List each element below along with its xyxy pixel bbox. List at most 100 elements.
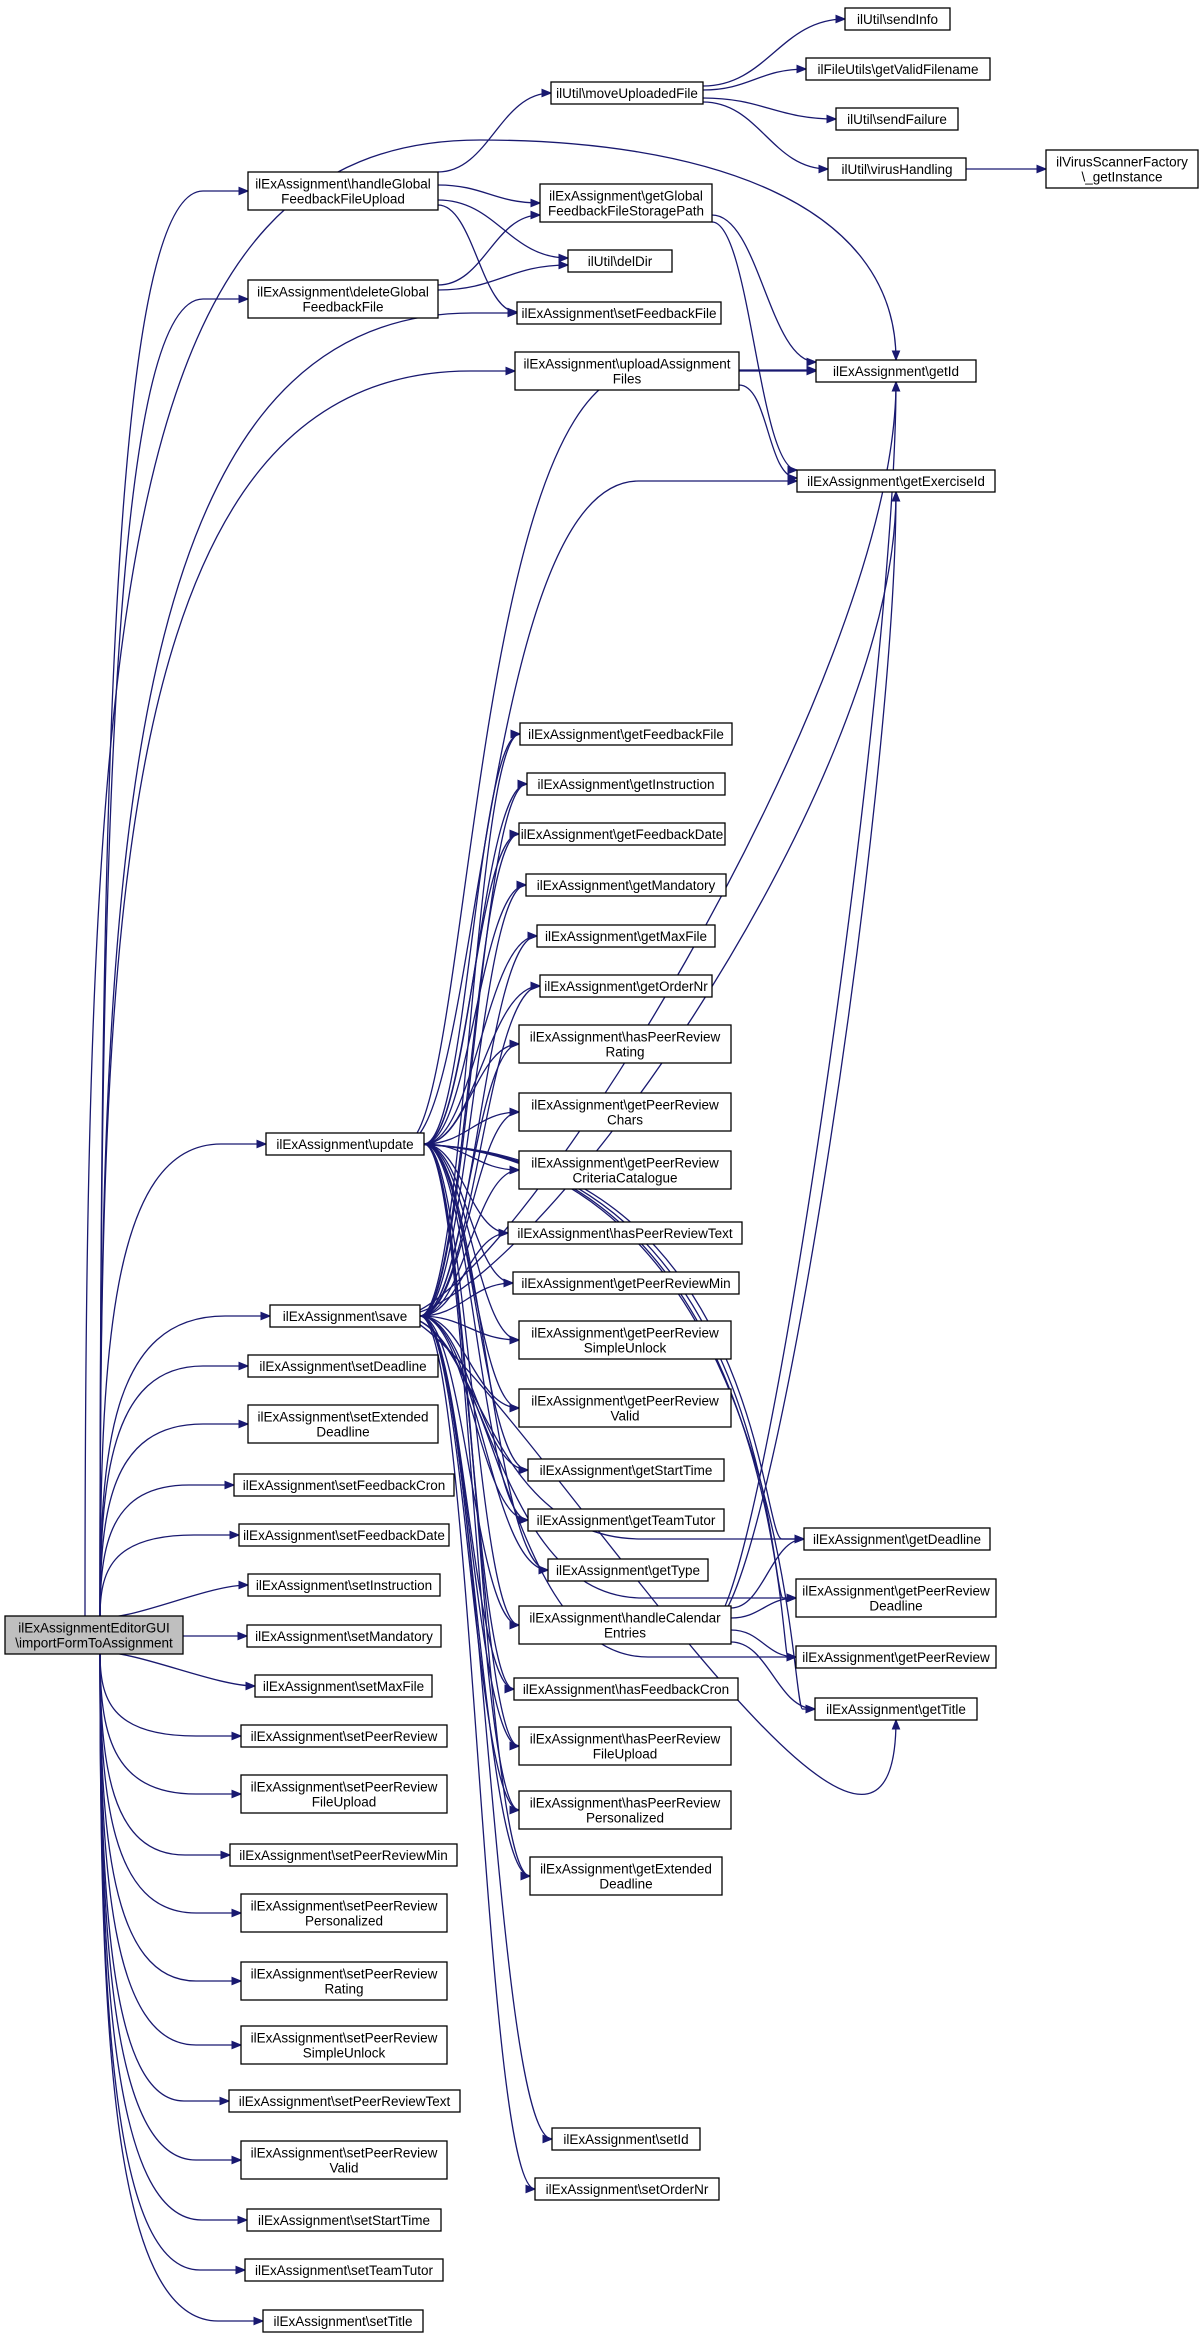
node-setFeedbackDate[interactable]: ilExAssignment\setFeedbackDate xyxy=(238,1523,450,1547)
node-setStartTime[interactable]: ilExAssignment\setStartTime xyxy=(246,2208,442,2232)
node-setMaxFile[interactable]: ilExAssignment\setMaxFile xyxy=(254,1674,433,1698)
node-label: ilExAssignment\handleCalendar xyxy=(529,1611,721,1626)
node-setPeerReviewMin[interactable]: ilExAssignment\setPeerReviewMin xyxy=(229,1843,458,1867)
node-hasPeerReviewText[interactable]: ilExAssignment\hasPeerReviewText xyxy=(507,1221,743,1245)
edge-save-to-handleCalendarEntries-arrowhead xyxy=(509,1620,521,1630)
edge-root-to-setInstruction-arrowhead xyxy=(238,1580,250,1590)
node-getValidFilename[interactable]: ilFileUtils\getValidFilename xyxy=(805,57,991,81)
node-setTitle[interactable]: ilExAssignment\setTitle xyxy=(262,2309,424,2333)
node-getStartTime[interactable]: ilExAssignment\getStartTime xyxy=(527,1458,725,1482)
node-getTitle[interactable]: ilExAssignment\getTitle xyxy=(814,1697,978,1721)
node-update[interactable]: ilExAssignment\update xyxy=(265,1132,425,1156)
node-box xyxy=(254,1674,433,1698)
node-virusScanner[interactable]: ilVirusScannerFactory\_getInstance xyxy=(1045,149,1199,189)
edge-root-to-setPeerReviewFileUpload xyxy=(99,1651,249,1795)
edge-root-to-update xyxy=(99,1143,284,1619)
node-box xyxy=(507,1221,743,1245)
node-setDeadline[interactable]: ilExAssignment\setDeadline xyxy=(247,1354,439,1378)
edge-update-to-getExerciseId-loop xyxy=(403,480,797,1145)
edge-root-to-setPeerReviewMin-arrowhead xyxy=(220,1850,232,1860)
node-label: ilExAssignment\getPeerReview xyxy=(531,1098,719,1113)
node-label: ilExAssignment\hasPeerReview xyxy=(530,1732,721,1747)
edge-update-to-getExerciseId-loop-arrowhead xyxy=(787,476,799,486)
node-box xyxy=(516,301,722,325)
edge-save-to-getExerciseId-up-arrowhead xyxy=(891,490,901,502)
edge-root-to-setMaxFile xyxy=(99,1651,256,1687)
node-getGlobalPath[interactable]: ilExAssignment\getGlobalFeedbackFileStor… xyxy=(539,183,713,223)
edge-save-to-getPeerReviewSimpleUnlock-arrowhead xyxy=(509,1335,521,1345)
node-getDeadline[interactable]: ilExAssignment\getDeadline xyxy=(803,1527,991,1551)
node-label: ilExAssignment\getTeamTutor xyxy=(537,1513,716,1528)
edge-root-to-setExtendedDeadline xyxy=(99,1423,259,1619)
node-setMandatory[interactable]: ilExAssignment\setMandatory xyxy=(246,1624,442,1648)
node-hasFeedbackCron[interactable]: ilExAssignment\hasFeedbackCron xyxy=(513,1677,739,1701)
node-setPeerReview[interactable]: ilExAssignment\setPeerReview xyxy=(240,1724,448,1748)
node-label: ilExAssignment\setPeerReview xyxy=(251,2146,438,2161)
node-moveUploadedFile[interactable]: ilUtil\moveUploadedFile xyxy=(550,81,704,105)
node-box xyxy=(244,2258,444,2282)
node-setId[interactable]: ilExAssignment\setId xyxy=(551,2127,701,2151)
node-getFeedbackFile[interactable]: ilExAssignment\getFeedbackFile xyxy=(519,722,733,746)
node-label: ilExAssignment\setDeadline xyxy=(259,1359,426,1374)
node-sendInfo[interactable]: ilUtil\sendInfo xyxy=(844,7,951,31)
edge-update-to-hasPeerReviewText xyxy=(423,1143,509,1234)
node-delDir[interactable]: ilUtil\delDir xyxy=(567,249,673,273)
node-virusHandling[interactable]: ilUtil\virusHandling xyxy=(827,157,967,181)
edge-root-to-setFeedbackCron-arrowhead xyxy=(224,1480,236,1490)
node-getPeerReviewCriteria[interactable]: ilExAssignment\getPeerReviewCriteriaCata… xyxy=(518,1150,732,1190)
node-save[interactable]: ilExAssignment\save xyxy=(269,1304,421,1328)
node-box xyxy=(238,1523,450,1547)
node-getExerciseId[interactable]: ilExAssignment\getExerciseId xyxy=(796,469,996,493)
node-getId[interactable]: ilExAssignment\getId xyxy=(815,359,977,383)
node-label: ilUtil\moveUploadedFile xyxy=(556,86,698,101)
edge-root-to-setTeamTutor-arrowhead xyxy=(235,2265,247,2275)
node-getPeerReview[interactable]: ilExAssignment\getPeerReview xyxy=(795,1645,997,1669)
edge-save-to-hasPeerReviewPersonalized xyxy=(419,1315,520,1811)
node-handleGlobalUpload[interactable]: ilExAssignment\handleGlobalFeedbackFileU… xyxy=(247,171,439,211)
node-setTeamTutor[interactable]: ilExAssignment\setTeamTutor xyxy=(244,2258,444,2282)
node-label: ilExAssignment\setPeerReview xyxy=(251,1899,438,1914)
node-setPeerReviewText[interactable]: ilExAssignment\setPeerReviewText xyxy=(228,2089,461,2113)
node-sendFailure[interactable]: ilUtil\sendFailure xyxy=(835,107,959,131)
node-getMandatory[interactable]: ilExAssignment\getMandatory xyxy=(525,873,727,897)
node-setInstruction[interactable]: ilExAssignment\setInstruction xyxy=(247,1573,441,1597)
node-box xyxy=(229,1843,458,1867)
node-root[interactable]: ilExAssignmentEditorGUI\importFormToAssi… xyxy=(4,1615,184,1655)
node-getFeedbackDate[interactable]: ilExAssignment\getFeedbackDate xyxy=(518,822,726,846)
node-setOrderNr[interactable]: ilExAssignment\setOrderNr xyxy=(534,2177,720,2201)
node-label: Deadline xyxy=(869,1599,922,1614)
edge-handleGlobalUpload-to-delDir xyxy=(437,199,569,259)
node-setFeedbackFile[interactable]: ilExAssignment\setFeedbackFile xyxy=(516,301,722,325)
node-getOrderNr[interactable]: ilExAssignment\getOrderNr xyxy=(539,974,713,998)
node-getTeamTutor[interactable]: ilExAssignment\getTeamTutor xyxy=(527,1508,725,1532)
node-getPeerReviewMin[interactable]: ilExAssignment\getPeerReviewMin xyxy=(512,1271,740,1295)
node-label: ilUtil\sendInfo xyxy=(857,12,938,27)
node-label: ilVirusScannerFactory xyxy=(1056,155,1188,170)
node-getType[interactable]: ilExAssignment\getType xyxy=(547,1558,709,1582)
node-getInstruction[interactable]: ilExAssignment\getInstruction xyxy=(526,772,726,796)
edge-deleteGlobal-to-getGlobalPath-arrowhead xyxy=(530,210,542,220)
node-setFeedbackCron[interactable]: ilExAssignment\setFeedbackCron xyxy=(233,1473,455,1497)
edge-getGlobalPath-to-getExerciseId-arrowhead xyxy=(787,465,799,475)
node-getMaxFile[interactable]: ilExAssignment\getMaxFile xyxy=(536,924,716,948)
edge-handleGlobalUpload-to-getGlobalPath xyxy=(437,184,541,204)
node-box xyxy=(795,1645,997,1669)
node-label: ilExAssignment\setMandatory xyxy=(255,1629,433,1644)
